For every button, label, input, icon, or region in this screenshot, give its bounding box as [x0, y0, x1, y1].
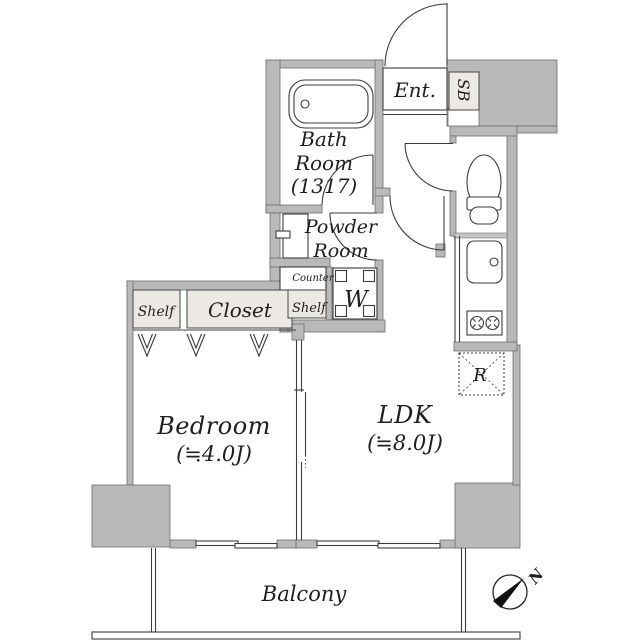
wall-toilet-bottom [453, 232, 508, 239]
column-bottom-right [454, 482, 521, 549]
bedroom-size-label: (≒4.0J) [176, 442, 252, 466]
wall-bath-bottom [265, 204, 323, 214]
hanger-mark-3 [249, 333, 269, 358]
ldk-window-sash1 [316, 540, 380, 547]
shelf-upper-label: Shelf [292, 301, 328, 316]
compass-needle [493, 578, 524, 608]
wall-door-stub [435, 243, 446, 258]
wall-powder-left [269, 212, 281, 291]
toilet-door-arc [404, 143, 454, 192]
wall-kitchen-bottom [453, 341, 518, 352]
shelf-left-label: Shelf [138, 304, 177, 320]
closet-box [186, 289, 293, 329]
bedroom-label: Bedroom [156, 412, 271, 440]
washer-pan-corner-br [362, 304, 376, 318]
wall-bedroom-left [126, 280, 134, 486]
toilet [466, 154, 502, 225]
washer-pan-corner-bl [334, 304, 348, 318]
stove-burner-right [485, 315, 500, 331]
powder-room-label-line1: Powder [304, 216, 379, 238]
balcony-structure [91, 548, 521, 640]
stove-burner-ticks [472, 318, 498, 328]
windows [195, 540, 441, 549]
powder-vanity [275, 213, 309, 259]
bedroom-window-sash1 [195, 540, 239, 547]
bedroom-ldk-partition [294, 340, 307, 540]
balcony-label: Balcony [261, 582, 348, 606]
refrigerator-space [458, 352, 505, 396]
stove-burner-left [469, 315, 485, 331]
toilet-base [469, 206, 499, 225]
kitchen-sink [466, 240, 503, 284]
powder-door-arc [329, 212, 378, 261]
wall-top [265, 59, 383, 69]
refrigerator-outline [458, 352, 505, 396]
stove [466, 310, 503, 336]
shoe-box [448, 71, 480, 111]
bedroom-window-sash2 [234, 542, 278, 549]
wall-top-right-step [512, 125, 558, 134]
hanger-mark-1 [137, 333, 157, 358]
wall-ldk-bottom-a [295, 539, 318, 549]
column-bottom-left [91, 484, 171, 548]
wall-toilet-top [449, 125, 518, 137]
wall-partition-anchor [291, 323, 305, 341]
balcony-edge-band [91, 631, 521, 640]
bath-room-label-line2: Room [294, 151, 353, 175]
stove-outline [466, 310, 503, 336]
wall-toilet-left-a [449, 135, 457, 144]
ldk-window-sash2 [377, 542, 441, 549]
bath-room-size-label: (1317) [291, 174, 358, 198]
wall-bath-right [374, 59, 384, 214]
closet-hanger-marks [137, 333, 269, 358]
bathtub [288, 79, 374, 129]
counter-label: Counter [292, 273, 334, 284]
alcove-above-toilet [447, 107, 480, 127]
washer-pan-corner-tl [334, 269, 348, 283]
shelf-left-box [132, 289, 181, 329]
hanger-mark-2 [186, 333, 206, 358]
shelf-upper-box [287, 289, 327, 319]
hall-door-arc [389, 195, 445, 251]
vanity-handle [275, 230, 291, 239]
ldk-label: LDK [377, 401, 434, 429]
wall-closet-top [126, 280, 297, 291]
washer-pan-corner-tr [362, 269, 376, 283]
bathtub-inner [293, 84, 369, 124]
wall-bedroom-bottom-a [169, 539, 197, 549]
shoe-box-label: SB [454, 79, 473, 102]
wall-bedroom-bottom-b [276, 539, 297, 549]
washer-pan [332, 267, 378, 320]
sink-basin [466, 240, 503, 284]
wall-hall-stub [374, 187, 391, 197]
wall-right-lower [512, 344, 521, 486]
closet-label: Closet [208, 298, 273, 322]
washer-label: W [344, 287, 370, 313]
powder-room-label-line2: Room [312, 240, 368, 262]
wall-toilet-left-b [449, 190, 457, 237]
washer-pan-outline [332, 267, 378, 320]
bath-room-label-line1: Bath [299, 127, 348, 151]
labels: Bath Room (1317) Ent. SB Powder Room Cou… [138, 78, 487, 606]
refrigerator-diagonals [458, 352, 505, 396]
sink-faucet [489, 257, 499, 267]
bathtub-drain [300, 99, 310, 109]
entrance-room [382, 67, 448, 111]
entrance-door-arc [384, 3, 448, 67]
wall-right-upper [506, 132, 518, 351]
refrigerator-label: R [472, 365, 487, 386]
bathtub-outer [288, 79, 374, 129]
doors [321, 3, 454, 261]
bath-door-arc [321, 154, 374, 206]
entrance-label: Ent. [393, 78, 436, 102]
wall-left-upper [265, 59, 281, 214]
ldk-size-label: (≒8.0J) [367, 431, 443, 455]
